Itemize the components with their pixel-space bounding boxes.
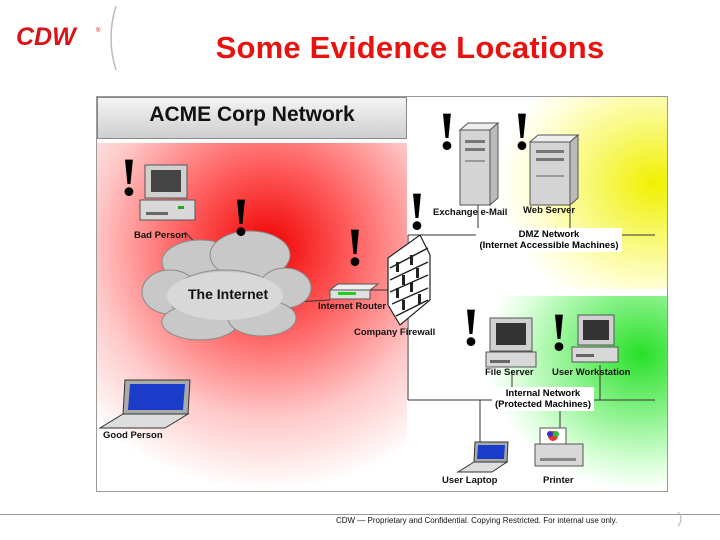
good-person-laptop-icon [98, 379, 191, 429]
user-laptop-icon [456, 441, 509, 473]
label-user-workstation: User Workstation [552, 367, 631, 378]
label-good-person: Good Person [103, 430, 163, 441]
label-printer: Printer [543, 475, 574, 486]
internet-cloud-icon [141, 230, 312, 341]
cdw-logo: CDW ® [16, 23, 101, 50]
exchange-server-icon [458, 121, 500, 207]
label-dmz-network-subtitle: (Internet Accessible Machines) [479, 240, 619, 251]
label-internal-network: Internal Network (Protected Machines) [492, 387, 594, 411]
evidence-marker-isp: ! [232, 187, 250, 247]
label-dmz-network: DMZ Network (Internet Accessible Machine… [476, 228, 622, 252]
label-web-server: Web Server [523, 205, 576, 216]
network-banner-title: ACME Corp Network [149, 103, 355, 126]
label-internal-network-subtitle: (Protected Machines) [494, 399, 592, 410]
internet-router-icon [328, 283, 380, 300]
evidence-marker-router: ! [346, 217, 364, 277]
label-user-laptop: User Laptop [442, 475, 498, 486]
footer-notice: CDW — Proprietary and Confidential. Copy… [336, 516, 618, 525]
bad-person-computer-icon [139, 164, 196, 221]
footer-divider [0, 514, 720, 515]
label-company-firewall: Company Firewall [354, 327, 436, 338]
evidence-marker-firewall: ! [408, 181, 426, 241]
label-internet: The Internet [188, 286, 269, 302]
label-dmz-network-title: DMZ Network [518, 229, 580, 240]
label-internet-router: Internet Router [318, 301, 387, 312]
evidence-marker-file-server: ! [462, 297, 480, 357]
label-file-server: File Server [485, 367, 534, 378]
svg-text:®: ® [96, 27, 101, 34]
company-firewall-icon [387, 234, 431, 326]
label-bad-person: Bad Person [134, 230, 187, 241]
label-exchange: Exchange e-Mail [433, 207, 508, 218]
evidence-marker-workstation: ! [550, 302, 568, 362]
file-server-icon [485, 317, 537, 368]
evidence-marker-bad-person: ! [120, 147, 138, 207]
evidence-marker-web-server: ! [513, 101, 531, 161]
evidence-marker-exchange: ! [438, 101, 456, 161]
network-banner [97, 97, 407, 139]
printer-icon [534, 427, 584, 467]
label-internal-network-title: Internal Network [505, 388, 581, 399]
user-workstation-icon [571, 314, 619, 363]
web-server-icon [528, 133, 580, 207]
footer-swoosh [677, 512, 682, 526]
logo-text: CDW [16, 23, 78, 50]
page-title: Some Evidence Locations [215, 30, 605, 65]
header-swoosh [110, 6, 117, 70]
